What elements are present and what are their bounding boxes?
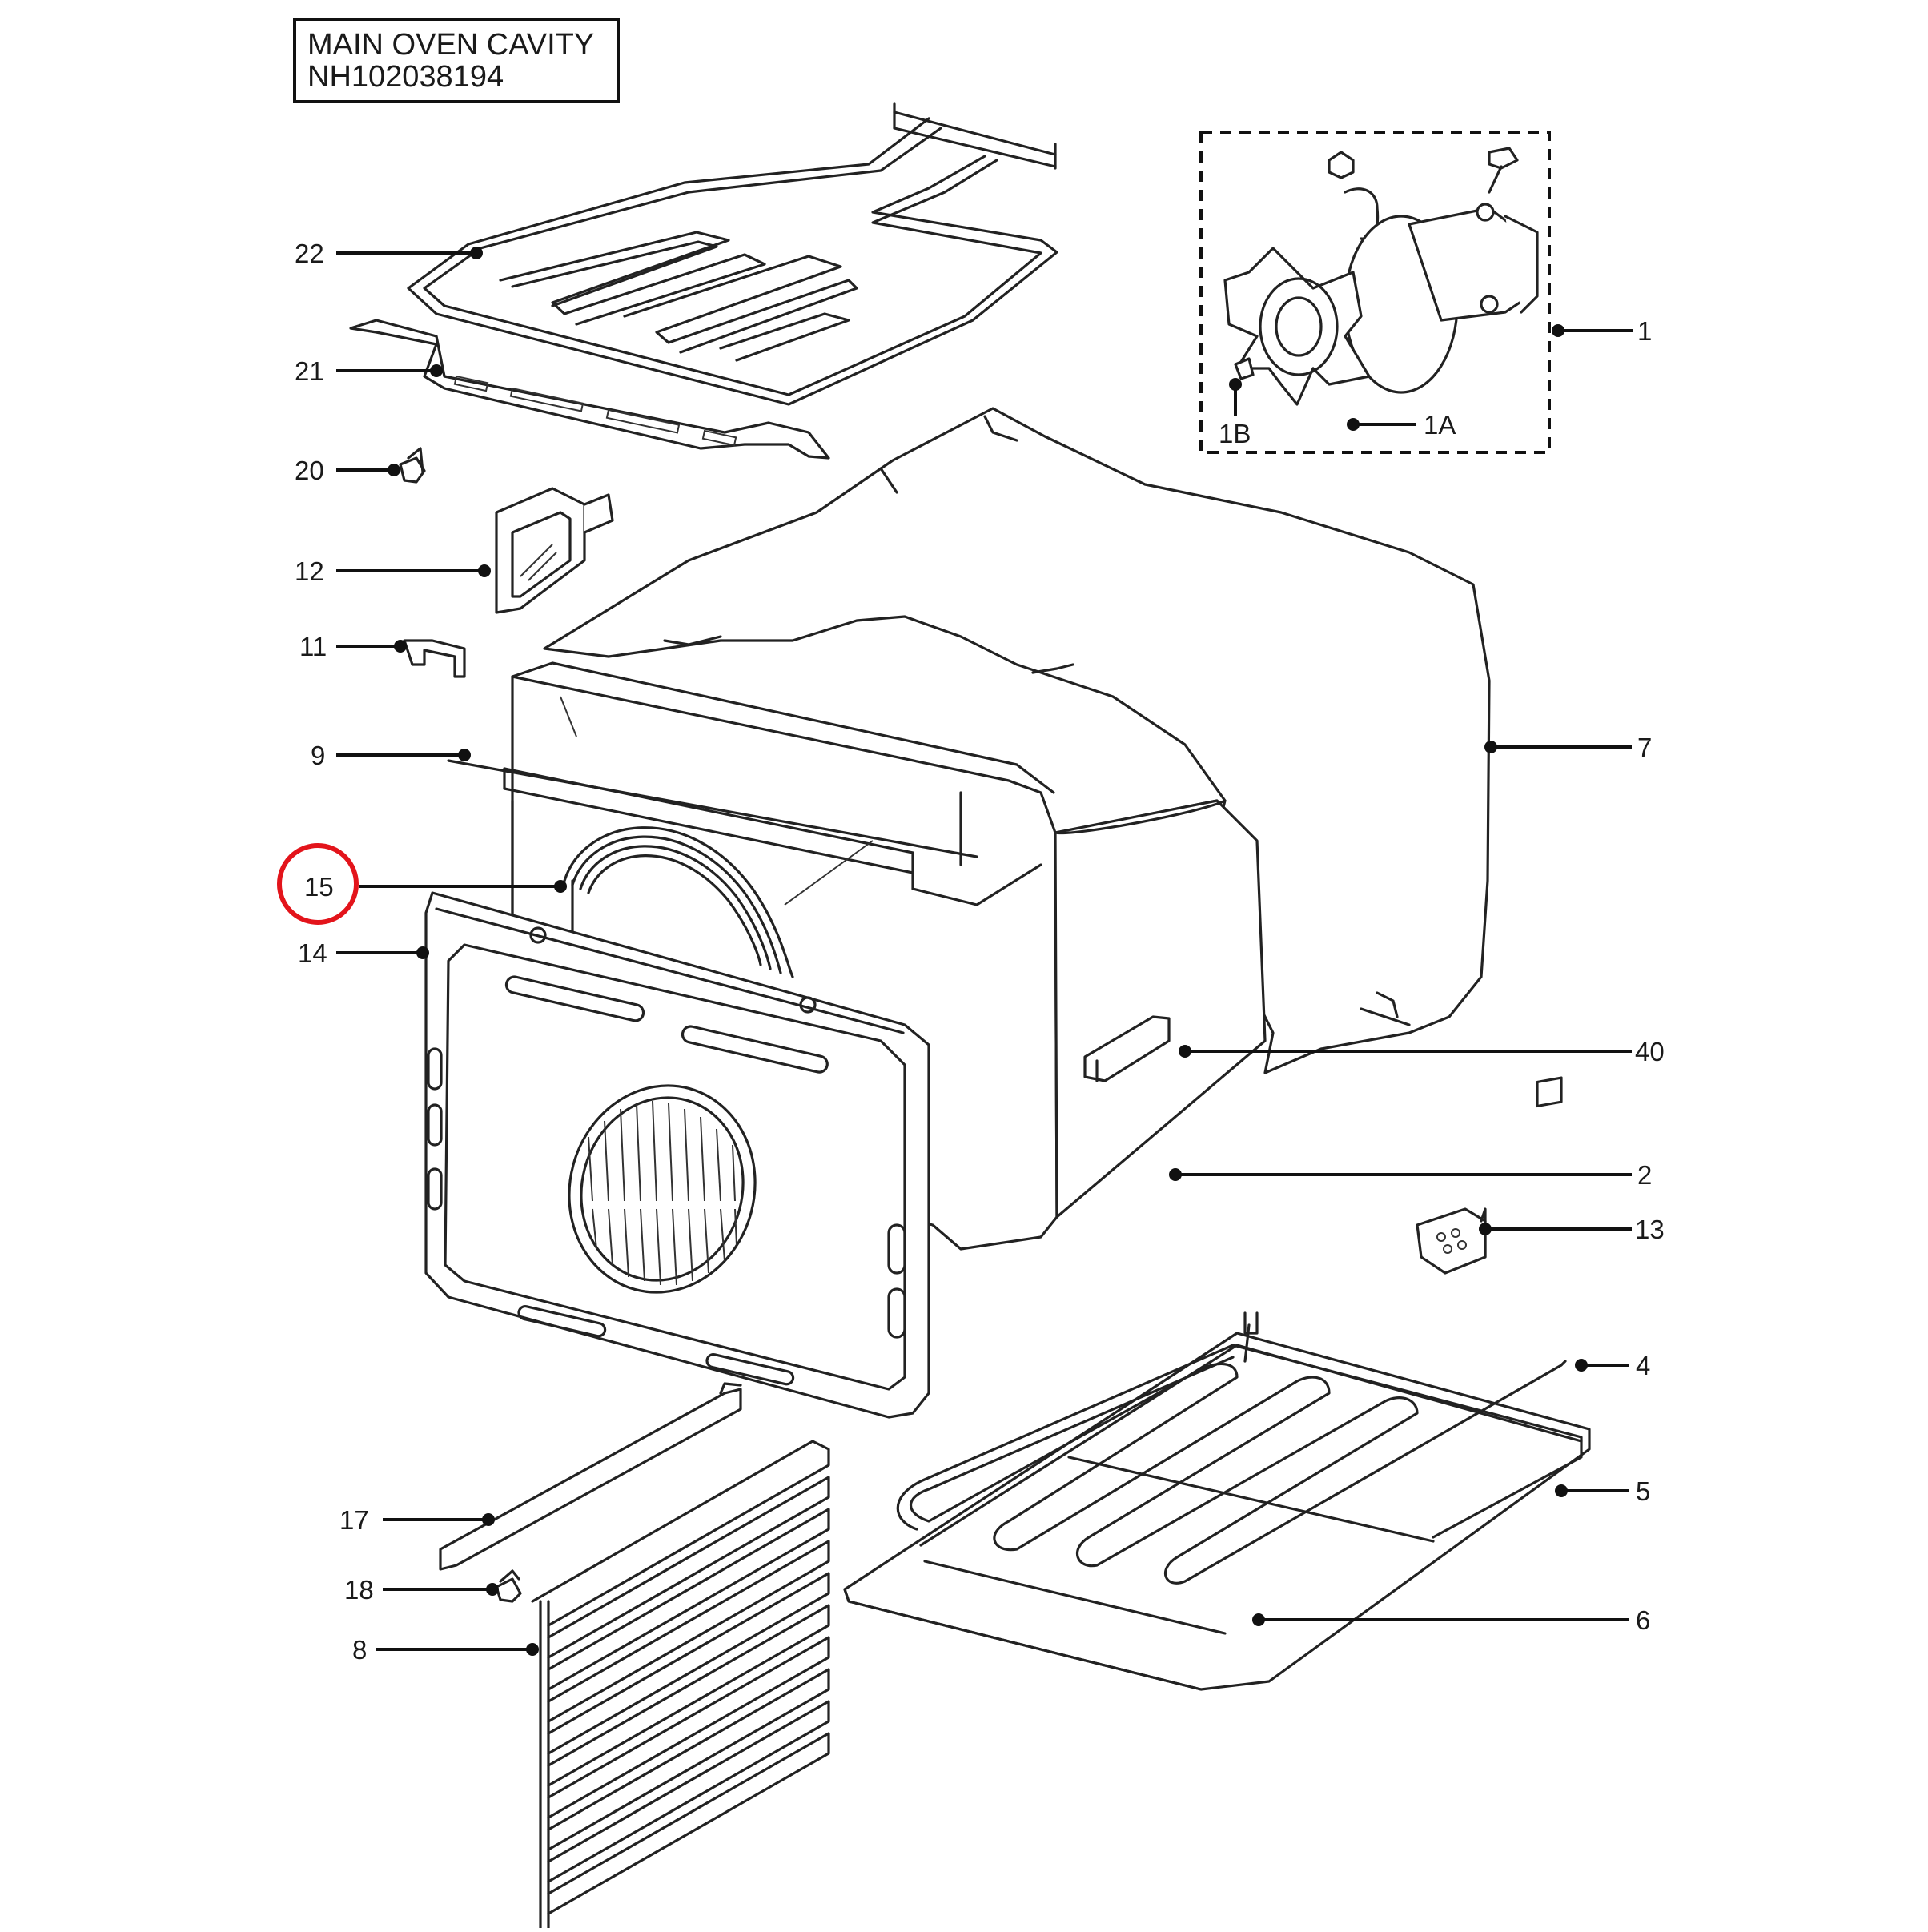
bracket-11-drawing <box>403 639 466 678</box>
clip-18-drawing <box>495 1569 522 1603</box>
callout-9: 9 <box>311 741 325 770</box>
callout-8: 8 <box>352 1635 367 1665</box>
rail-17-drawing <box>439 1382 742 1571</box>
side-rail-drawing <box>349 319 830 460</box>
leader-lines <box>336 247 1633 1656</box>
callout-11: 11 <box>299 632 327 661</box>
shelf-runner-drawing <box>531 1440 830 1930</box>
callout-6: 6 <box>1636 1605 1650 1635</box>
back-panel-drawing <box>424 891 930 1419</box>
callout-5: 5 <box>1636 1476 1650 1506</box>
callout-22: 22 <box>295 239 324 268</box>
clip-20-drawing <box>399 447 426 484</box>
diagram-title: MAIN OVEN CAVITY <box>307 28 594 62</box>
fan-element-drawing <box>563 826 794 978</box>
callout-17: 17 <box>339 1505 369 1535</box>
callout-1: 1 <box>1637 316 1652 346</box>
callout-7: 7 <box>1637 733 1652 762</box>
callout-labels: 22 21 20 12 11 9 15 14 17 18 8 1 1A 1B 7… <box>295 239 1665 1665</box>
callout-15: 15 <box>304 872 334 902</box>
part-number: NH102038194 <box>307 60 504 94</box>
callout-13: 13 <box>1635 1215 1665 1244</box>
callout-1A: 1A <box>1424 410 1456 440</box>
callout-1B: 1B <box>1219 419 1251 448</box>
callout-14: 14 <box>298 938 327 968</box>
title-box: MAIN OVEN CAVITY NH102038194 <box>293 18 620 103</box>
fan-motor-assembly-drawing <box>1199 131 1551 454</box>
callout-2: 2 <box>1637 1160 1652 1190</box>
callout-40: 40 <box>1635 1037 1665 1066</box>
callout-18: 18 <box>344 1575 374 1605</box>
grill-element-drawing <box>407 102 1058 406</box>
callout-4: 4 <box>1636 1351 1650 1380</box>
callout-20: 20 <box>295 456 324 485</box>
terminal-block-13-drawing <box>1416 1207 1487 1275</box>
callout-21: 21 <box>295 356 324 386</box>
callout-12: 12 <box>295 556 324 586</box>
lamp-assembly-drawing <box>495 487 614 614</box>
highlight-circle-part-15 <box>277 843 359 925</box>
base-element-tray-drawing <box>843 1076 1591 1691</box>
